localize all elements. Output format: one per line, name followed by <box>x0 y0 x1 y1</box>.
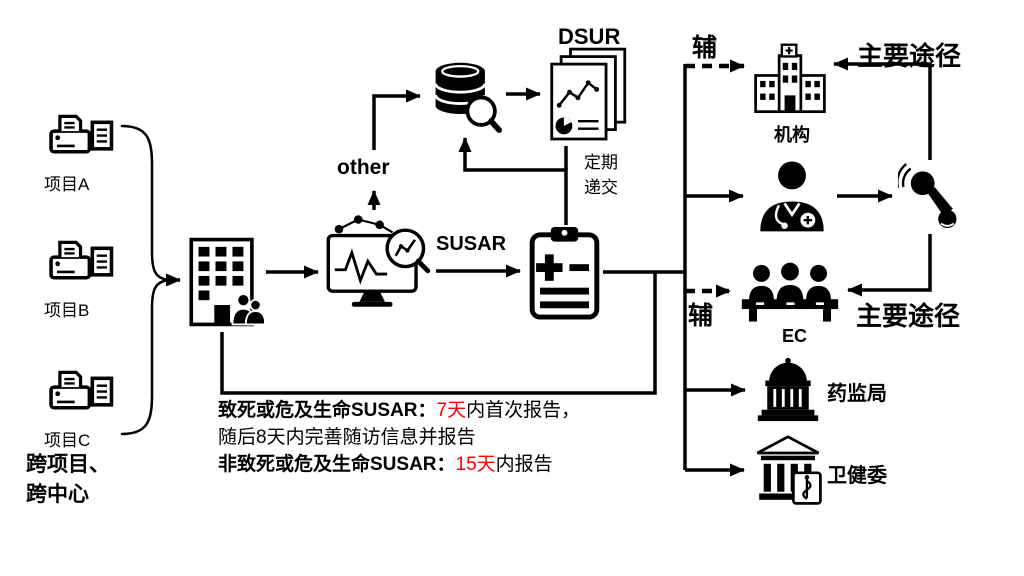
project-c-label: 项目C <box>44 431 91 450</box>
periodic-submission-line2: 递交 <box>584 178 618 197</box>
sponsor-building-icon <box>184 234 264 330</box>
hand-microphone-icon <box>898 162 962 232</box>
cross-center-note-line2: 跨中心 <box>26 483 89 506</box>
nhc-label: 卫健委 <box>827 465 887 487</box>
health-commission-building-icon <box>752 434 824 508</box>
connector-sponsor-direct-report <box>220 272 657 395</box>
connector-susar-form-to-database <box>458 137 568 225</box>
note-line3-rest: 内报告 <box>495 454 553 475</box>
timeline-note: 致死或危及生命SUSAR：7天内首次报告， 随后8天内完善随访信息并报告 非致死… <box>218 397 580 478</box>
auxiliary-route-bottom-label: 辅 <box>688 302 714 330</box>
arrow-mic-to-ec <box>847 234 932 297</box>
printer-icon-project-b <box>46 238 118 294</box>
drug-administration-building-icon <box>753 356 823 422</box>
periodic-submission-line1: 定期 <box>584 153 618 172</box>
susar-form-clipboard-icon <box>528 225 601 321</box>
note-line3-bold: 非致死或危及生命SUSAR： <box>218 454 456 475</box>
printer-icon-project-c <box>46 368 118 424</box>
database-magnifier-icon <box>428 58 502 134</box>
susar-label: SUSAR <box>436 233 507 255</box>
printer-icon-project-a <box>46 112 118 168</box>
timeline-note-line3: 非致死或危及生命SUSAR：15天内报告 <box>218 451 580 478</box>
main-route-top-label: 主要途径 <box>857 41 962 71</box>
institution-label: 机构 <box>774 125 810 145</box>
main-route-bottom-label: 主要途径 <box>856 301 961 331</box>
arrow-other-to-database <box>372 89 421 150</box>
nmpa-label: 药监局 <box>827 383 887 405</box>
auxiliary-route-top-label: 辅 <box>692 34 718 62</box>
note-line1-rest: 内首次报告， <box>466 400 581 421</box>
project-b-label: 项目B <box>44 301 90 320</box>
other-label: other <box>337 156 390 179</box>
note-line1-highlight: 7天 <box>436 400 467 421</box>
dsur-label: DSUR <box>558 24 621 49</box>
safety-monitoring-screen-icon <box>324 212 431 319</box>
timeline-note-line1: 致死或危及生命SUSAR：7天内首次报告， <box>218 397 580 424</box>
periodic-submission-label: 定期 递交 <box>584 150 618 200</box>
investigator-doctor-icon <box>751 156 833 234</box>
ethics-committee-panel-icon <box>740 260 840 326</box>
note-line1-bold: 致死或危及生命SUSAR： <box>218 400 437 421</box>
institution-hospital-icon <box>752 42 828 118</box>
timeline-note-line2: 随后8天内完善随访信息并报告 <box>218 427 476 448</box>
project-a-label: 项目A <box>44 175 90 194</box>
note-line3-highlight: 15天 <box>455 454 496 475</box>
ec-label: EC <box>782 326 808 346</box>
dsur-report-documents-icon <box>548 46 636 144</box>
cross-project-note-line1: 跨项目、 <box>26 453 110 476</box>
brace-projects <box>120 124 169 436</box>
arrow-mic-to-institution <box>833 57 932 160</box>
